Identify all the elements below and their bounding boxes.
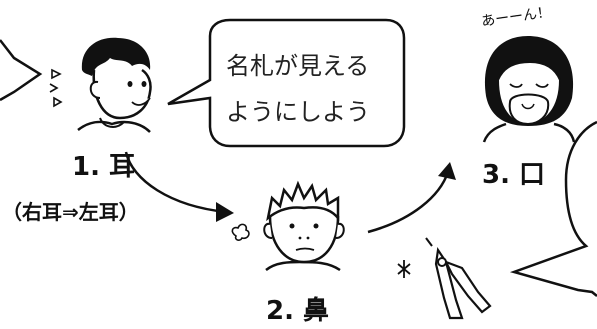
speech-bubble-line2: ようにしよう [226, 98, 370, 126]
right-speech-bubble [509, 120, 597, 297]
speech-bubble [167, 18, 406, 148]
left-speech-bubble [0, 39, 43, 102]
speech-bubble-line1: 名札が見える [226, 52, 370, 80]
arrow-nose-to-mouth [367, 171, 450, 234]
person-mouth-check [482, 36, 576, 143]
arrow-ear-to-nose [124, 151, 227, 214]
arrow-head-2 [438, 162, 456, 180]
sparkle-icon [397, 260, 411, 278]
mouth-sound-text: あーーん！ [480, 4, 552, 30]
puff-mark [231, 223, 250, 241]
step-ear-label: 1. 耳 [72, 152, 136, 182]
scissors-icon [425, 237, 492, 320]
step-ear-note: （右耳⇒左耳） [2, 200, 139, 224]
step-nose-label: 2. 鼻 [266, 296, 330, 326]
person-nose-check [263, 180, 345, 272]
arrow-head-1 [216, 202, 234, 222]
step-mouth-label: 3. 口 [482, 160, 546, 190]
person-ear-check [77, 37, 152, 133]
ear-pointer-marks [49, 68, 63, 108]
